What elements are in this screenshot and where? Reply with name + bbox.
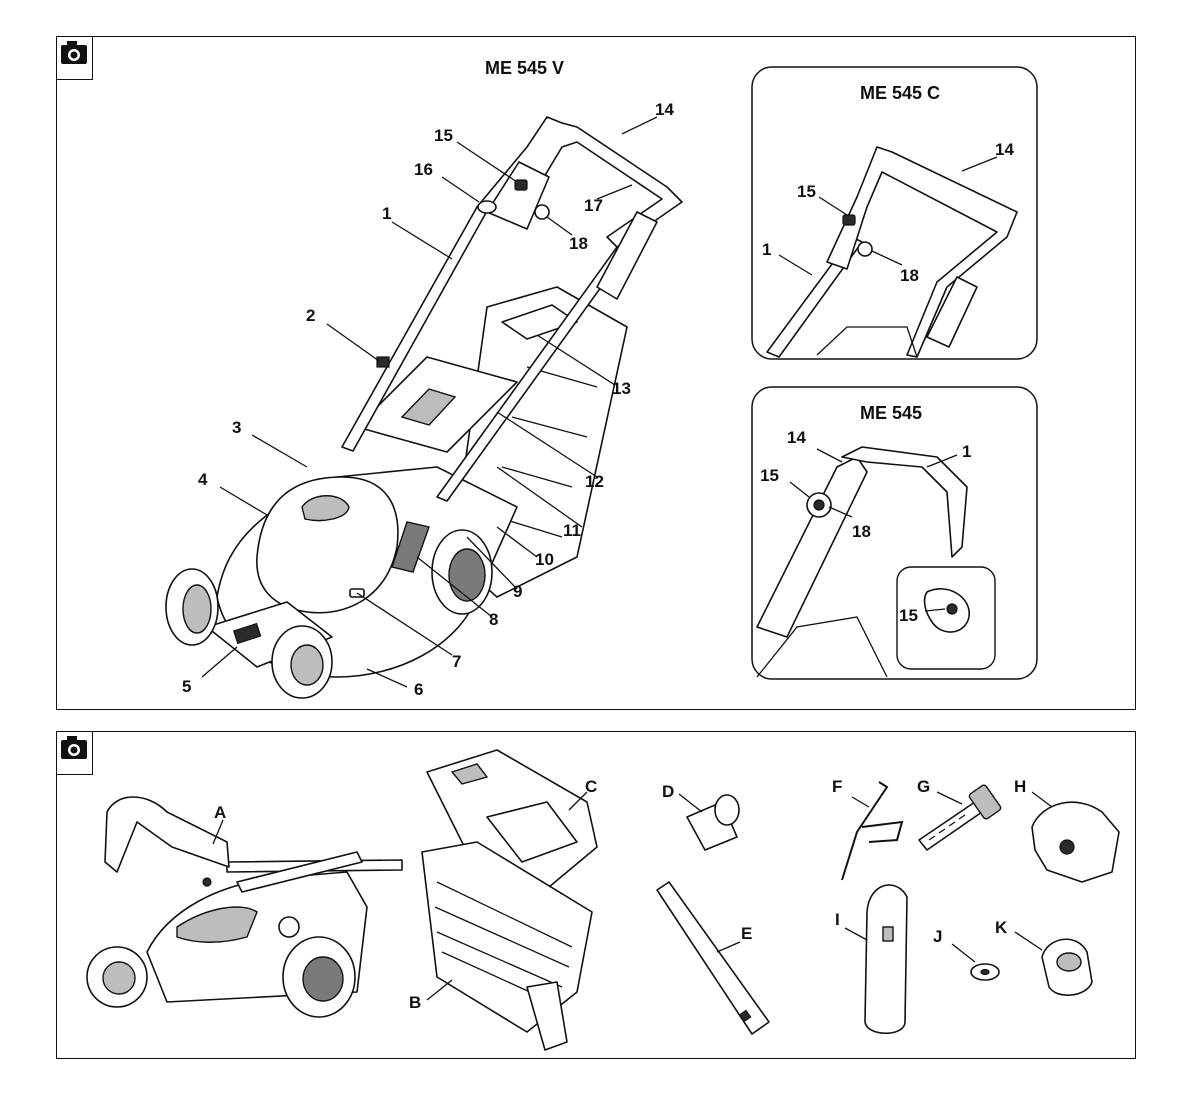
callout-545-15b: 15: [899, 606, 918, 625]
bottom-diagram: A C B D E: [57, 732, 1137, 1060]
top-diagram: ME 545 V 1 2 3 4 5 6 7 8 9 10 11 12 13 1…: [57, 37, 1137, 711]
part-D-bush: D: [662, 782, 739, 850]
callout-B: B: [409, 993, 421, 1012]
part-B-C-grassbox: C B: [409, 750, 597, 1050]
callout-10: 10: [535, 550, 554, 569]
callout-E: E: [741, 924, 752, 943]
callout-6: 6: [414, 680, 423, 699]
part-H-knob: H: [1014, 777, 1119, 882]
callout-18: 18: [569, 234, 588, 253]
title-me545: ME 545: [860, 403, 922, 423]
callout-17: 17: [584, 196, 603, 215]
callout-545-1: 1: [962, 442, 971, 461]
callout-12: 12: [585, 472, 604, 491]
part-K-clip: K: [995, 918, 1092, 995]
title-me545c: ME 545 C: [860, 83, 940, 103]
callout-I: I: [835, 910, 840, 929]
callout-G: G: [917, 777, 930, 796]
callout-545-15: 15: [760, 466, 779, 485]
callout-13: 13: [612, 379, 631, 398]
callout-C: C: [585, 777, 597, 796]
mower-drawing: [166, 117, 682, 698]
callout-4: 4: [198, 470, 208, 489]
part-G-bolt: G: [917, 777, 1002, 850]
callout-c-18: 18: [900, 266, 919, 285]
callout-545-18: 18: [852, 522, 871, 541]
callout-J: J: [933, 927, 942, 946]
callout-3: 3: [232, 418, 241, 437]
callout-D: D: [662, 782, 674, 801]
callout-K: K: [995, 918, 1008, 937]
callout-7: 7: [452, 652, 461, 671]
callout-16: 16: [414, 160, 433, 179]
part-E-rail: E: [657, 882, 769, 1034]
figure-panel-components: ME 545 V 1 2 3 4 5 6 7 8 9 10 11 12 13 1…: [56, 36, 1136, 710]
callout-14: 14: [655, 100, 674, 119]
callout-5: 5: [182, 677, 191, 696]
callout-H: H: [1014, 777, 1026, 796]
callout-8: 8: [489, 610, 498, 629]
part-I-chute: I: [835, 885, 907, 1033]
part-F-wireclip: F: [832, 777, 902, 880]
callout-2: 2: [306, 306, 315, 325]
callout-15: 15: [434, 126, 453, 145]
callout-A: A: [214, 803, 226, 822]
callout-c-1: 1: [762, 240, 771, 259]
part-J-washer: J: [933, 927, 999, 980]
title-me545v: ME 545 V: [485, 58, 564, 78]
figure-panel-contents: A C B D E: [56, 731, 1136, 1059]
inset-me545c: ME 545 C 14 15 1 18: [752, 67, 1037, 359]
callout-c-15: 15: [797, 182, 816, 201]
part-A-mower: A: [87, 797, 402, 1017]
callout-9: 9: [513, 582, 522, 601]
callout-F: F: [832, 777, 842, 796]
callout-1: 1: [382, 204, 391, 223]
callout-545-14: 14: [787, 428, 806, 447]
callout-11: 11: [563, 521, 581, 540]
inset-me545: ME 545 14 1 15 18 15: [752, 387, 1037, 679]
callout-c-14: 14: [995, 140, 1014, 159]
